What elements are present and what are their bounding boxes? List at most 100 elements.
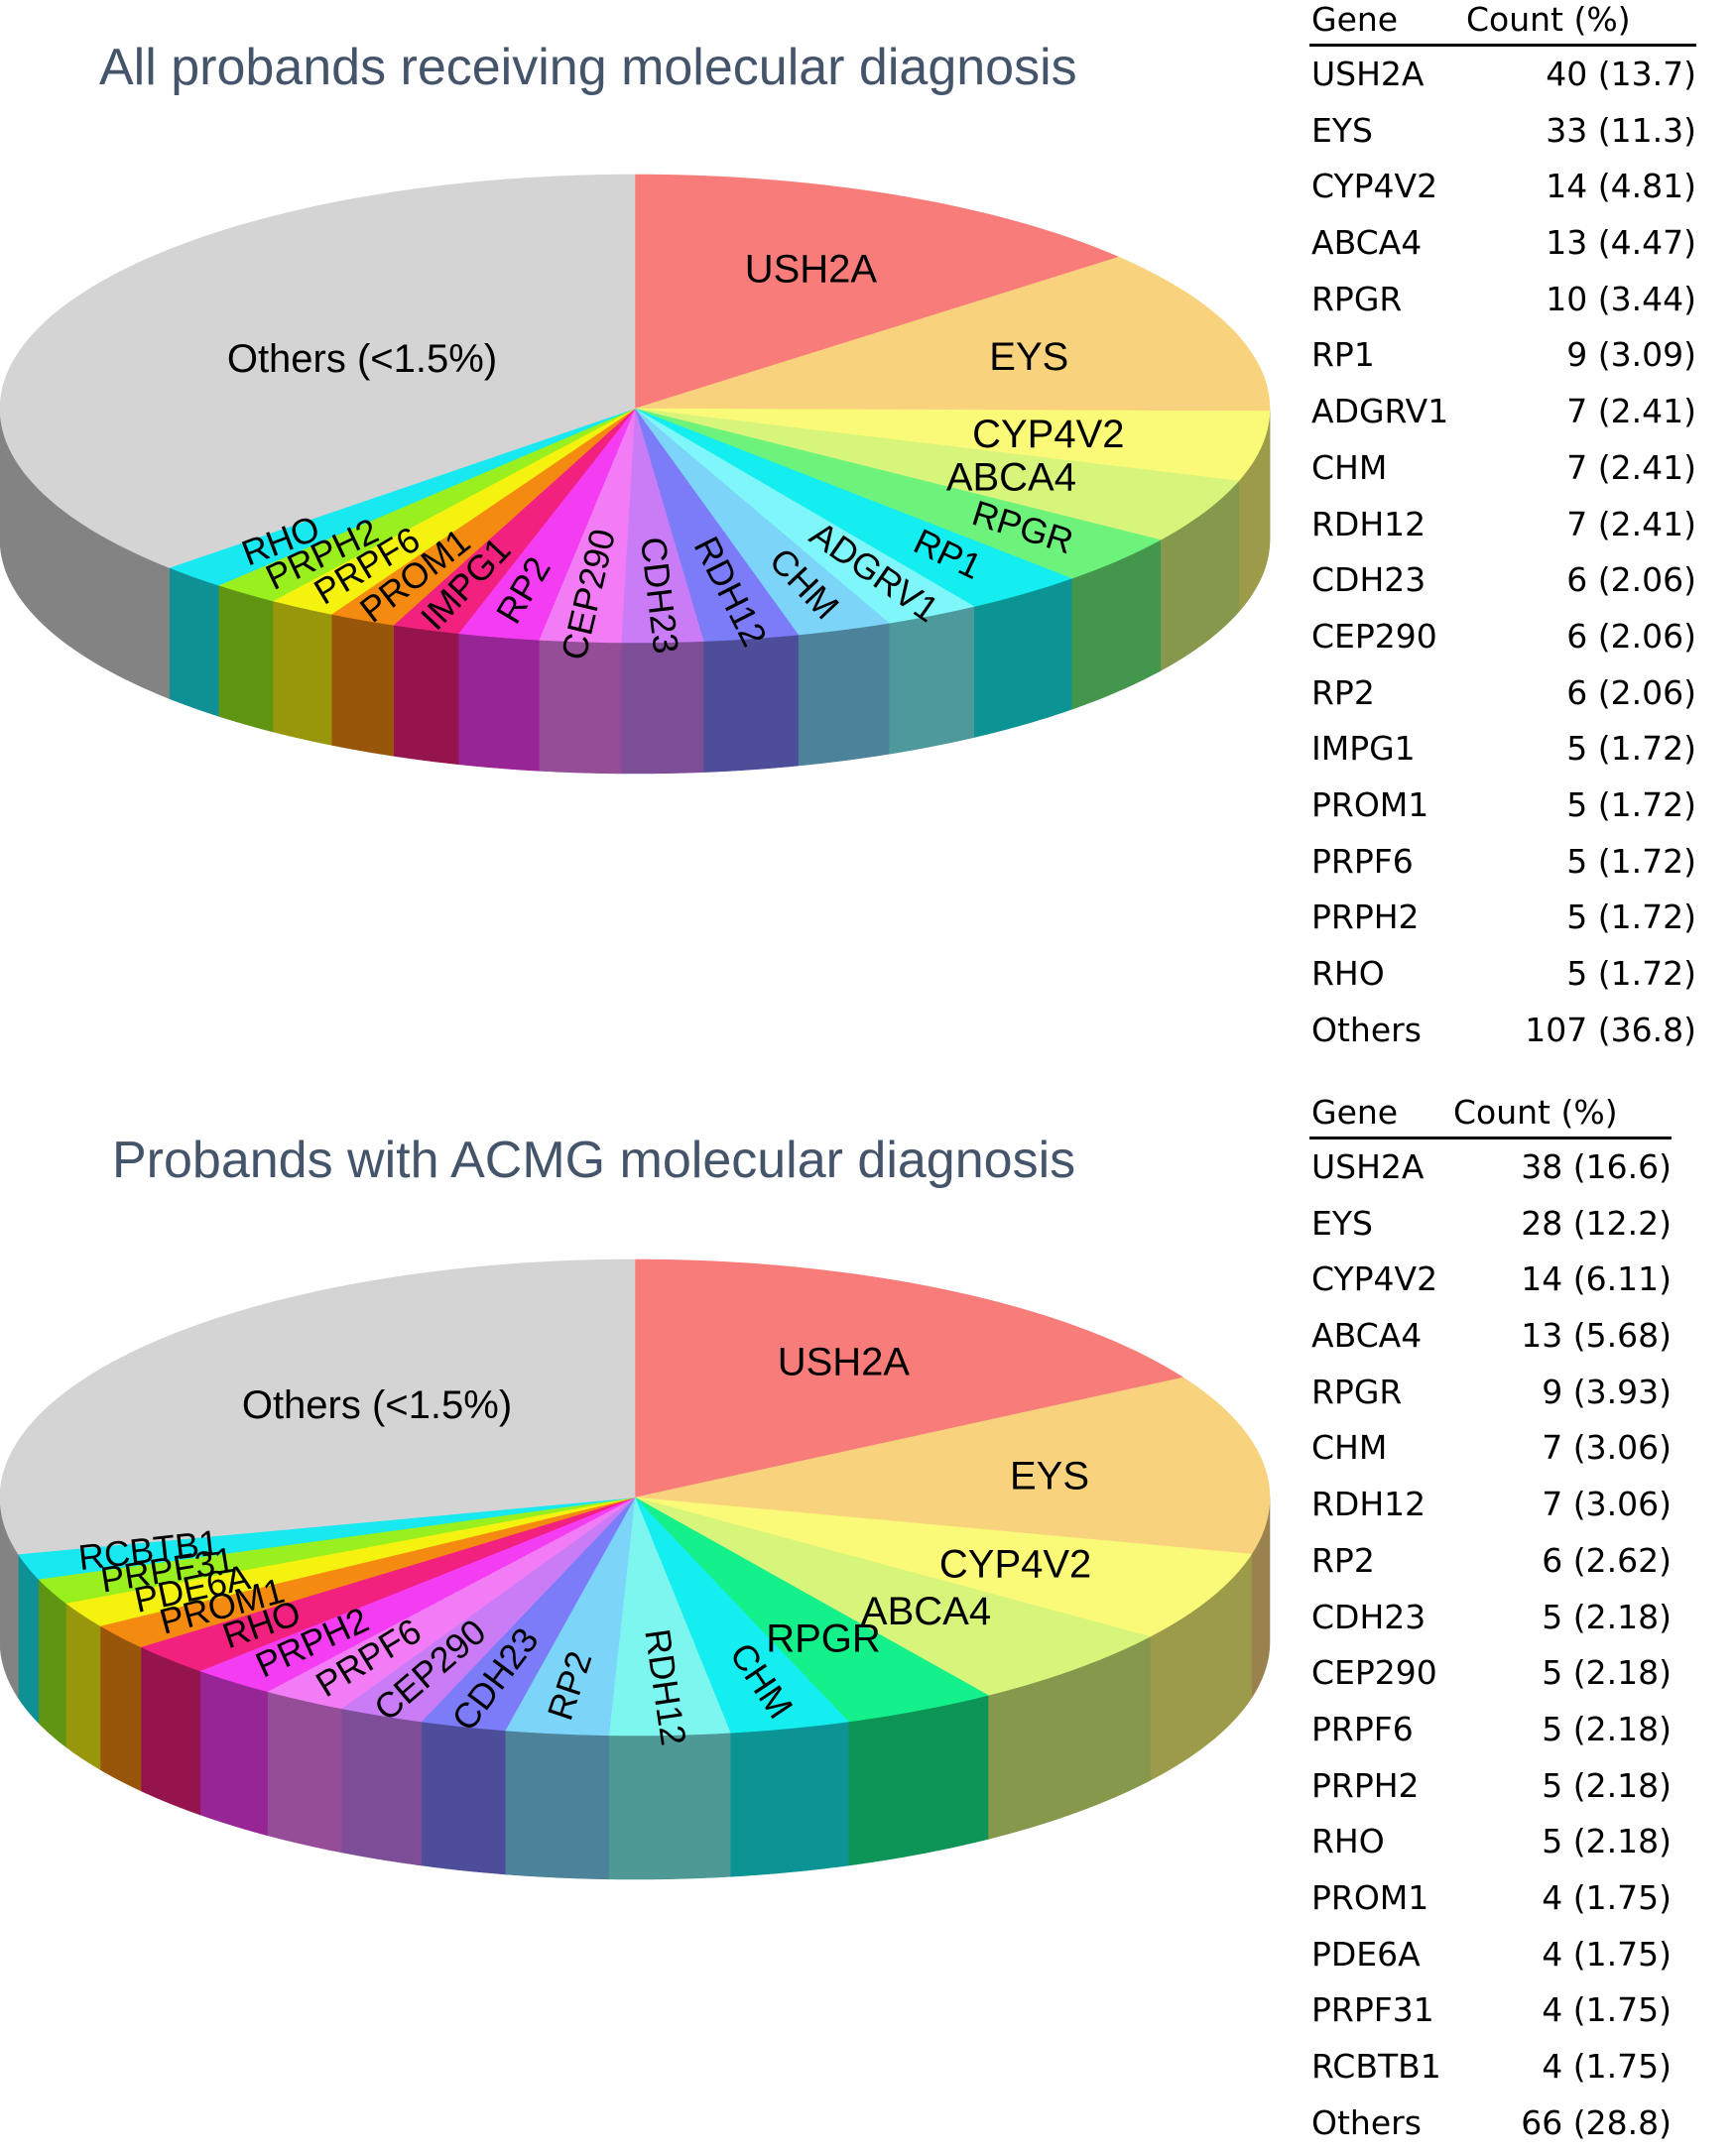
count-cell: 4 (1.75) [1542,2047,1672,2086]
count-cell: 7 (2.41) [1566,447,1696,487]
pie-slice-side [504,1730,609,1880]
gene-name-cell: PRPF31 [1311,1990,1434,2030]
gene-name-cell: CHM [1311,447,1388,487]
pie-slice-side [608,1732,731,1880]
slice-label: CYP4V2 [972,413,1124,456]
count-cell: 7 (3.06) [1542,1485,1672,1524]
pie-slice-side [393,624,459,766]
count-cell: 6 (2.06) [1566,672,1696,712]
table-row: PROM1 4 (1.75) [1309,1870,1672,1927]
slice-label: USH2A [745,248,878,292]
gene-name-cell: Others [1311,1010,1422,1049]
table-row: RDH12 7 (2.41) [1309,497,1696,553]
count-cell: 6 (2.62) [1542,1540,1672,1580]
gene-name-cell: RHO [1311,1822,1385,1861]
pie-slice [140,1497,636,1672]
pie-slice-side [99,1624,142,1792]
table-row: PRPF6 5 (2.18) [1309,1702,1672,1758]
gene-name-cell: EYS [1311,1203,1373,1243]
count-cell: 5 (1.72) [1566,954,1696,993]
pie-side-walls [0,408,1271,775]
pie-chart: USH2AEYSCYP4V2ABCA4RPGRRP1ADGRV1CHMRDH12… [0,174,1271,775]
pie-slice-side [65,1602,101,1770]
gene-name-cell: RDH12 [1311,504,1426,543]
count-cell: 14 (6.11) [1521,1259,1672,1299]
count-cell: 5 (2.18) [1542,1709,1672,1748]
pie-slice [634,174,1120,410]
pie-slice-side [702,634,799,773]
count-cell: 5 (2.18) [1542,1653,1672,1693]
pie-slice [198,1497,636,1693]
slice-label: ABCA4 [861,1590,991,1633]
pie-slice [634,1377,1271,1555]
count-cell: 5 (2.18) [1542,1597,1672,1636]
gene-name-cell: RCBTB1 [1311,2047,1441,2086]
count-cell: 5 (1.72) [1566,784,1696,824]
pie-slice [634,1497,1253,1637]
slice-label: Others (<1.5%) [227,337,497,381]
gene-name-cell: PROM1 [1311,1877,1429,1917]
gene-name-cell: CHM [1311,1428,1388,1468]
pie-slice [168,408,636,586]
pie-slice-side [798,622,890,767]
pie-slice [634,1497,849,1734]
pie-slice-side [421,1721,506,1875]
pie-slice [340,1497,636,1723]
count-cell: 4 (1.75) [1542,1877,1672,1917]
pie-slices [0,174,1271,644]
gene-name-cell: RHO [1311,954,1385,993]
gene-name-cell: RP2 [1311,1540,1375,1580]
count-cell: 7 (2.41) [1566,504,1696,543]
gene-name-cell: RDH12 [1311,1485,1426,1524]
pie-slice-side [267,1691,342,1854]
pie-slice [266,1497,636,1710]
pie-slice [393,408,636,635]
pie-slice-side [847,1695,989,1866]
pie-slice-side [218,584,274,733]
count-cell: 5 (2.18) [1542,1822,1672,1861]
pie-slice [421,1497,636,1732]
pie-slice [634,1258,1184,1498]
gene-name-cell: ABCA4 [1311,223,1423,263]
count-cell: 66 (28.8) [1521,2102,1672,2142]
gene-name-cell: CDH23 [1311,560,1426,600]
pie-slice [634,1497,989,1723]
header-gene: Gene [1311,1093,1399,1132]
count-cell: 28 (12.2) [1521,1203,1672,1243]
pie-slice [64,1497,636,1626]
table-row: RCBTB1 4 (1.75) [1309,2039,1672,2096]
count-cell: 6 (2.06) [1566,616,1696,656]
pie-slice [0,174,636,568]
slice-label: CYP4V2 [939,1542,1091,1586]
pie-slice [272,408,636,615]
chart-title: All probands receiving molecular diagnos… [99,39,1077,96]
count-cell: 9 (3.93) [1542,1372,1672,1411]
count-cell: 6 (2.06) [1566,560,1696,600]
gene-name-cell: CYP4V2 [1311,1259,1438,1299]
gene-name-cell: RP2 [1311,672,1375,712]
count-cell: 13 (5.68) [1521,1316,1672,1356]
count-cell: 5 (1.72) [1566,841,1696,881]
gene-name-cell: RP1 [1311,335,1375,375]
pie-slice [217,408,636,602]
pie-slice [0,1258,636,1555]
gene-name-cell: ABCA4 [1311,1316,1423,1356]
gene-name-cell: Others [1311,2102,1422,2142]
gene-name-cell: PRPF6 [1311,1709,1414,1748]
pie-slice-side [457,633,540,772]
pie-slice [38,1497,636,1604]
pie-slice-side [272,600,332,746]
table-row: RP2 6 (2.62) [1309,1533,1672,1590]
